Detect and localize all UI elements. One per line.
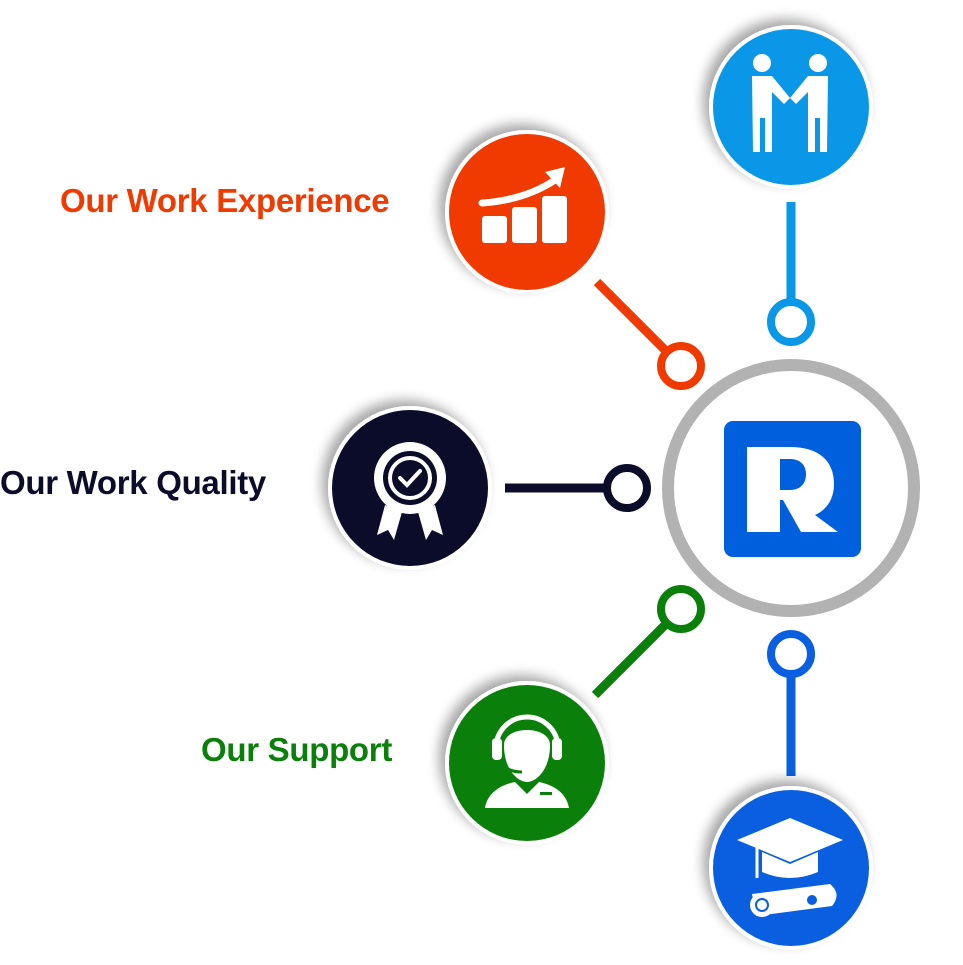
- connector-quality: [505, 464, 651, 512]
- handshake-icon: [752, 54, 828, 152]
- connector-support: [591, 585, 705, 699]
- node-experience: [445, 130, 609, 294]
- connector-education: [767, 630, 815, 776]
- node-partnership: [709, 25, 873, 189]
- quality-badge-icon: [374, 442, 446, 540]
- hub-logo: [662, 359, 920, 617]
- logo-letter-r: [747, 447, 838, 532]
- label-work-quality: Our Work Quality: [0, 464, 266, 501]
- label-work-experience: Our Work Experience: [60, 182, 390, 219]
- graduation-cap-diploma-icon: [737, 818, 843, 917]
- connector-experience: [593, 278, 705, 390]
- growth-chart-icon: [478, 167, 567, 243]
- node-support: [445, 681, 609, 845]
- headset-agent-icon: [485, 714, 569, 808]
- label-support: Our Support: [201, 731, 393, 768]
- node-quality: [328, 406, 492, 570]
- node-education: [709, 786, 873, 950]
- connector-partnership: [767, 202, 815, 346]
